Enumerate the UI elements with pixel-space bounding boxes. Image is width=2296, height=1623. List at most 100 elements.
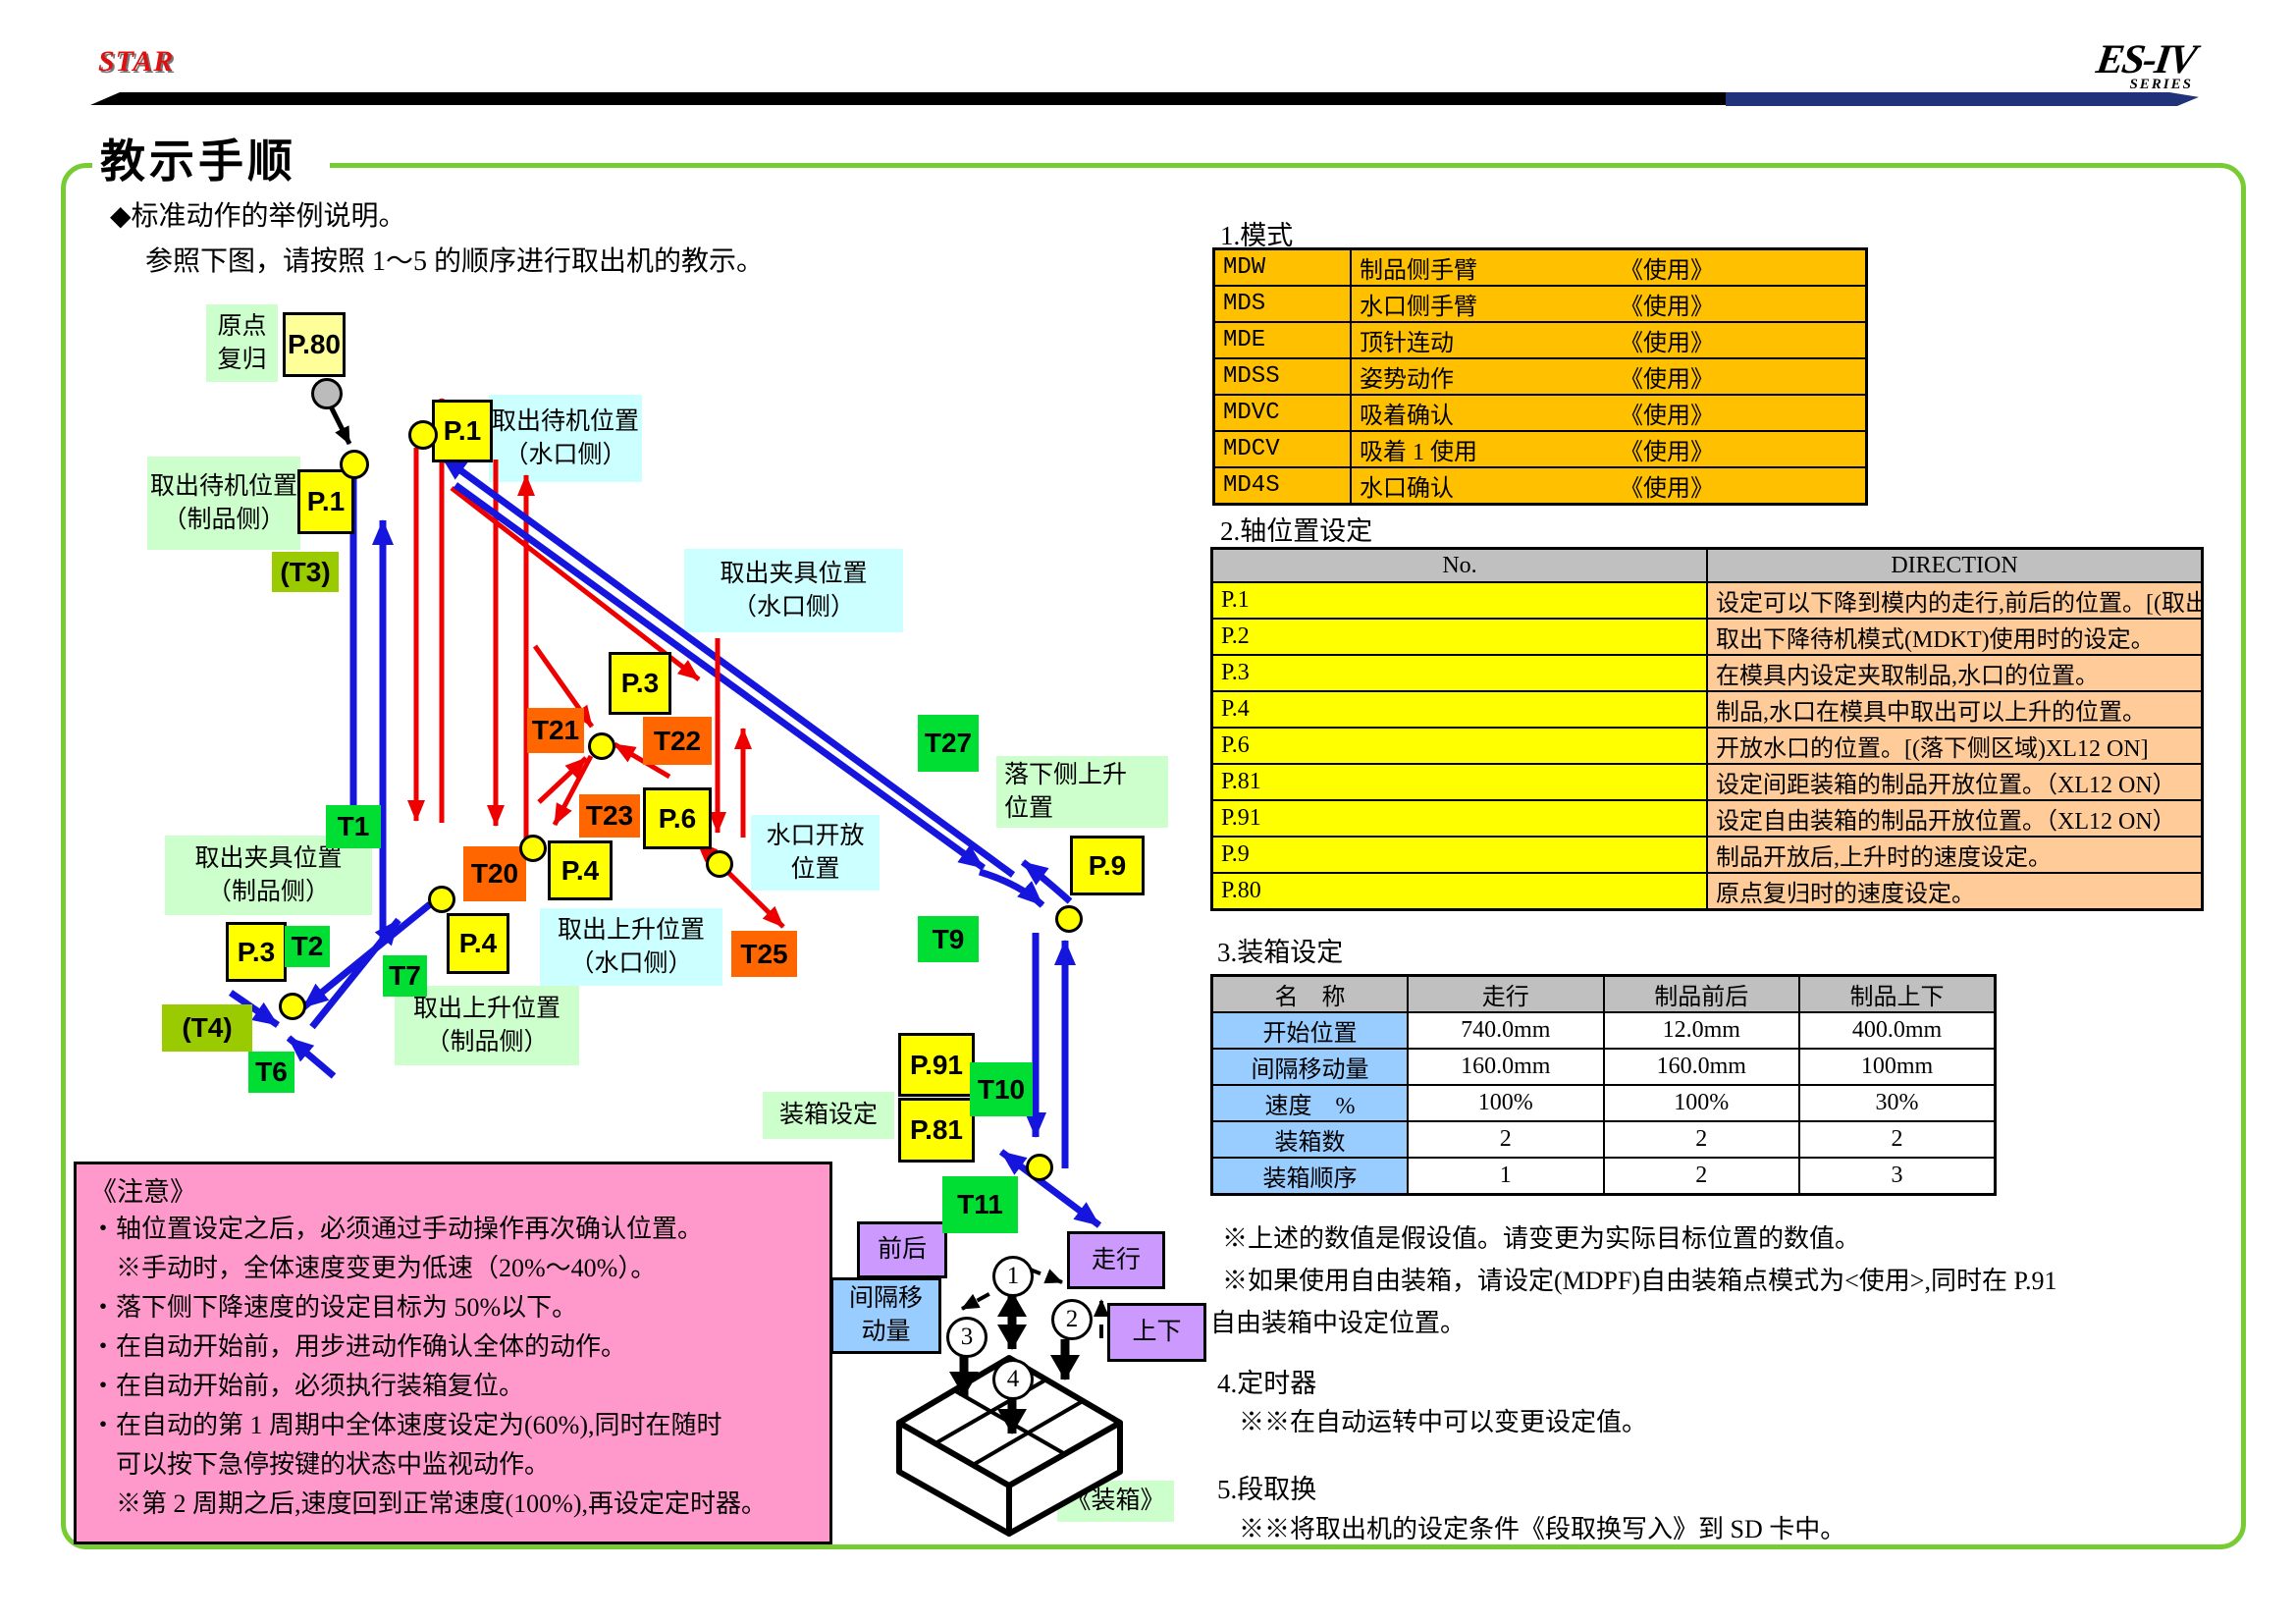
packing-note-1: ※上述的数值是假设值。请变更为实际目标位置的数值。	[1222, 1224, 1861, 1253]
position-point	[428, 886, 455, 913]
axis-no: P.2	[1210, 618, 1708, 656]
timer-box-T6: T6	[248, 1052, 294, 1093]
diagram-label: 间隔移动量	[830, 1277, 941, 1354]
mode-code: MDW	[1212, 247, 1352, 287]
timer-box-T7: T7	[383, 955, 427, 997]
position-box-P3: P.3	[609, 652, 671, 715]
position-box-P81: P.81	[898, 1098, 975, 1163]
timer-box-T11-text: T11	[957, 1189, 1003, 1219]
caution-line: ※第 2 周期之后,速度回到正常速度(100%),再设定定时器。	[116, 1489, 767, 1518]
diagram-label: 取出上升位置（制品侧）	[395, 986, 579, 1065]
packing-value: 12.0mm	[1602, 1011, 1800, 1050]
diagram-label-text: 取出待机位置	[491, 407, 639, 435]
packing-value: 2	[1407, 1120, 1605, 1159]
diagram-label-text: 装箱设定	[778, 1102, 878, 1129]
packing-value: 30%	[1798, 1084, 1997, 1122]
timer-box-T7-text: T7	[389, 960, 421, 991]
intro-line-2: 参照下图，请按照 1～5 的顺序进行取出机的教示。	[145, 246, 765, 277]
packing-section-heading: 3.装箱设定	[1217, 938, 1344, 967]
axis-direction: 设定可以下降到模内的走行,前后的位置。[(取出侧区域)XL1 ON]	[1706, 581, 2204, 620]
axis-direction: 取出下降待机模式(MDKT)使用时的设定。	[1706, 618, 2204, 656]
packing-header: 名 称	[1210, 974, 1409, 1013]
mode-code: MDE	[1212, 321, 1352, 359]
packing-value: 100%	[1602, 1084, 1800, 1122]
axis-direction: 开放水口的位置。[(落下侧区域)XL12 ON]	[1706, 727, 2204, 765]
timer-box-T27: T27	[918, 715, 979, 772]
position-point	[279, 993, 306, 1020]
position-point	[1055, 905, 1083, 933]
diagram-label: 装箱设定	[763, 1092, 894, 1139]
timer-box-T25-text: T25	[740, 938, 788, 969]
es-iv-logo: ES-IV SERIES	[2008, 37, 2198, 93]
step-number-1-text: 1	[1006, 1263, 1020, 1289]
timer-box-T23: T23	[579, 794, 640, 838]
mode-usage: 《使用》	[1620, 440, 1714, 465]
diagram-label-text: 走行	[1091, 1246, 1141, 1273]
packing-name: 间隔移动量	[1210, 1048, 1409, 1086]
content-frame	[61, 163, 2246, 1549]
axis-direction: 制品开放后,上升时的速度设定。	[1706, 836, 2204, 874]
mode-label: 顶针连动	[1360, 331, 1454, 356]
timer-box-T3: (T3)	[272, 552, 339, 592]
diagram-label-text: （制品侧）	[162, 506, 286, 533]
packing-header: 走行	[1407, 974, 1605, 1013]
diagram-label-text: 前后	[877, 1236, 927, 1264]
axis-direction: 在模具内设定夹取制品,水口的位置。	[1706, 654, 2204, 692]
mode-desc: 姿势动作《使用》	[1350, 357, 1868, 396]
diagram-label-text: 落下侧上升	[1004, 761, 1128, 788]
diagram-label: 上下	[1107, 1303, 1206, 1362]
mode-label: 水口确认	[1360, 476, 1454, 502]
diagram-label-text: （水口侧）	[569, 949, 693, 977]
position-box-P1: P.1	[432, 400, 493, 462]
axis-position-table: No.DIRECTIONP.1设定可以下降到模内的走行,前后的位置。[(取出侧区…	[1210, 547, 2204, 911]
axis-no: P.80	[1210, 872, 1708, 911]
timer-box-T10-text: T10	[977, 1073, 1026, 1105]
position-point	[1026, 1154, 1053, 1181]
mode-code: MDCV	[1212, 430, 1352, 468]
setup-change-heading: 5.段取换	[1217, 1475, 1317, 1504]
timer-box-T21-text: T21	[531, 715, 580, 745]
position-box-P1: P.1	[297, 469, 354, 534]
position-box-P1-text: P.1	[306, 486, 346, 516]
timer-box-T9: T9	[918, 916, 979, 962]
packing-value: 2	[1602, 1120, 1800, 1159]
diagram-label-text: （水口侧）	[731, 593, 855, 621]
step-number-3: 3	[946, 1317, 988, 1358]
position-box-P91-text: P.91	[910, 1049, 963, 1080]
position-box-P3-text: P.3	[237, 936, 276, 967]
position-point	[706, 850, 733, 878]
packing-name: 开始位置	[1210, 1011, 1409, 1050]
diagram-label-text: 取出上升位置	[412, 995, 561, 1022]
axis-direction: 制品,水口在模具中取出可以上升的位置。	[1706, 690, 2204, 729]
packing-note-2: ※如果使用自由装箱，请设定(MDPF)自由装箱点模式为<使用>,同时在 P.91	[1222, 1267, 2057, 1295]
mode-code: MDS	[1212, 285, 1352, 323]
position-box-P80: P.80	[283, 312, 346, 377]
position-box-P4-text: P.4	[458, 928, 498, 958]
axis-section-heading: 2.轴位置设定	[1220, 516, 1373, 546]
packing-header-row: 名 称走行制品前后制品上下	[1210, 974, 1997, 1013]
position-box-P9: P.9	[1070, 836, 1145, 895]
packing-name: 速度 %	[1210, 1084, 1409, 1122]
timer-box-T20-text: T20	[470, 858, 519, 889]
axis-col-no: No.	[1210, 547, 1708, 583]
setup-change-note: ※※将取出机的设定条件《段取换写入》到 SD 卡中。	[1239, 1515, 1846, 1543]
mode-usage: 《使用》	[1620, 476, 1714, 502]
mode-code: MD4S	[1212, 466, 1352, 506]
mode-label: 吸着 1 使用	[1360, 440, 1477, 465]
mode-section-heading: 1.模式	[1220, 221, 1294, 250]
timer-box-T3-text: (T3)	[280, 556, 331, 587]
diagram-label-text: 取出待机位置	[149, 472, 297, 500]
mode-usage: 《使用》	[1620, 331, 1714, 356]
mode-usage: 《使用》	[1620, 404, 1714, 429]
position-point	[408, 420, 438, 450]
timer-box-T10: T10	[970, 1062, 1033, 1116]
position-point	[311, 378, 343, 409]
